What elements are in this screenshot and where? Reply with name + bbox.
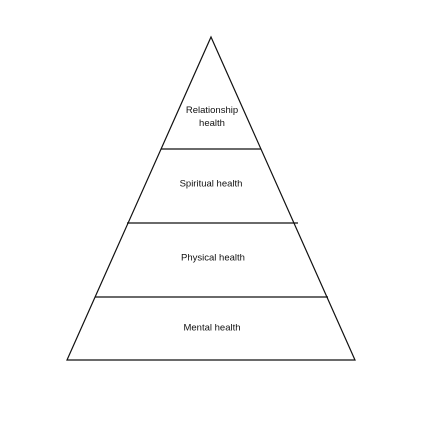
tier-label-spiritual-health: Spiritual health: [179, 178, 243, 190]
tier-label-mental-health: Mental health: [183, 322, 241, 334]
tier-label-physical-health: Physical health: [181, 252, 245, 264]
tier-label-relationship-health: Relationship health: [185, 105, 239, 129]
pyramid-outline: [66, 35, 356, 361]
